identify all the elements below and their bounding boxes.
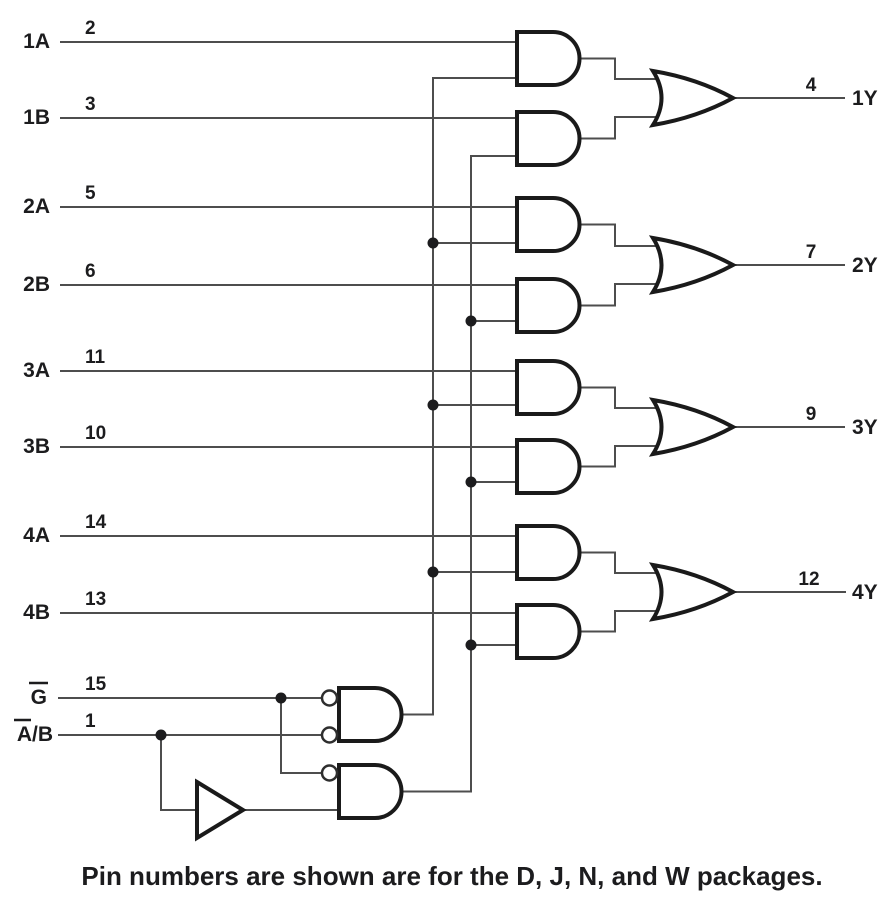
junction-dot [427,399,439,411]
output-label-1y: 1Y [852,87,878,110]
junction-dot [427,566,439,578]
and-gate-4b [515,603,582,660]
inverter-bubble [320,726,339,744]
and-gate-4a [515,524,582,581]
input-label-2a: 2A [23,195,50,218]
wire-and4a-to-or4 [581,551,664,574]
control-label-ab: A/B [17,723,53,746]
junction-dot [465,476,477,488]
or-gate-1y [651,69,735,127]
and-gate-1b [515,110,582,167]
pin-number-2y: 7 [806,242,817,263]
or-gate-2y [651,236,735,294]
output-label-2y: 2Y [852,254,878,277]
inverter-bubble [320,689,339,707]
wire-g-branch [280,698,322,774]
pin-number-3a: 11 [85,347,106,368]
input-label-2b: 2B [23,273,50,296]
and-gate-3a [515,359,582,416]
input-label-4b: 4B [23,601,50,624]
pin-number-3b: 10 [85,423,106,444]
wire-and2a-to-or2 [581,223,664,247]
wire-and3a-to-or3 [581,386,664,409]
wire-and3b-to-or3 [581,445,664,468]
select-b-and-gate [337,763,404,820]
and-gate-2b [515,277,582,334]
pin-number-2a: 5 [85,183,96,204]
pin-number-1y: 4 [806,75,817,96]
wire-and4b-to-or4 [581,610,664,633]
buffer-gate [195,778,247,842]
junction-dot [155,729,167,741]
input-label-1a: 1A [23,30,50,53]
wire-and1a-to-or1 [581,57,664,80]
junction-dot [275,692,287,704]
junction-dot [465,639,477,651]
pin-number-4b: 13 [85,589,106,610]
or-gate-4y [651,563,735,621]
wire-ab-to-buffer [160,735,197,811]
pin-number-3y: 9 [806,404,817,425]
caption: Pin numbers are shown are for the D, J, … [81,861,822,891]
input-label-4a: 4A [23,524,50,547]
and-gate-3b [515,438,582,495]
input-label-3a: 3A [23,359,50,382]
or-gate-3y [651,398,735,456]
control-label-g: G [31,686,47,709]
and-gate-2a [515,196,582,253]
inverter-bubble [320,764,339,782]
wire-and1b-to-or1 [581,116,664,140]
junction-dot [465,315,477,327]
output-label-3y: 3Y [852,416,878,439]
wire-select-b-bus [402,155,517,793]
pin-number-4a: 14 [85,512,107,533]
pin-number-g: 15 [85,674,107,695]
pin-number-2b: 6 [85,261,96,282]
junction-dot [427,237,439,249]
pin-number-ab: 1 [85,711,96,732]
and-gate-1a [515,30,582,87]
wire-select-a-bus [402,77,517,716]
pin-number-4y: 12 [798,569,819,590]
select-a-and-gate [337,686,404,743]
input-label-3b: 3B [23,435,50,458]
pin-number-1a: 2 [85,18,96,39]
pin-number-1b: 3 [85,94,96,115]
output-label-4y: 4Y [852,581,878,604]
input-label-1b: 1B [23,106,50,129]
wire-and2b-to-or2 [581,283,664,307]
